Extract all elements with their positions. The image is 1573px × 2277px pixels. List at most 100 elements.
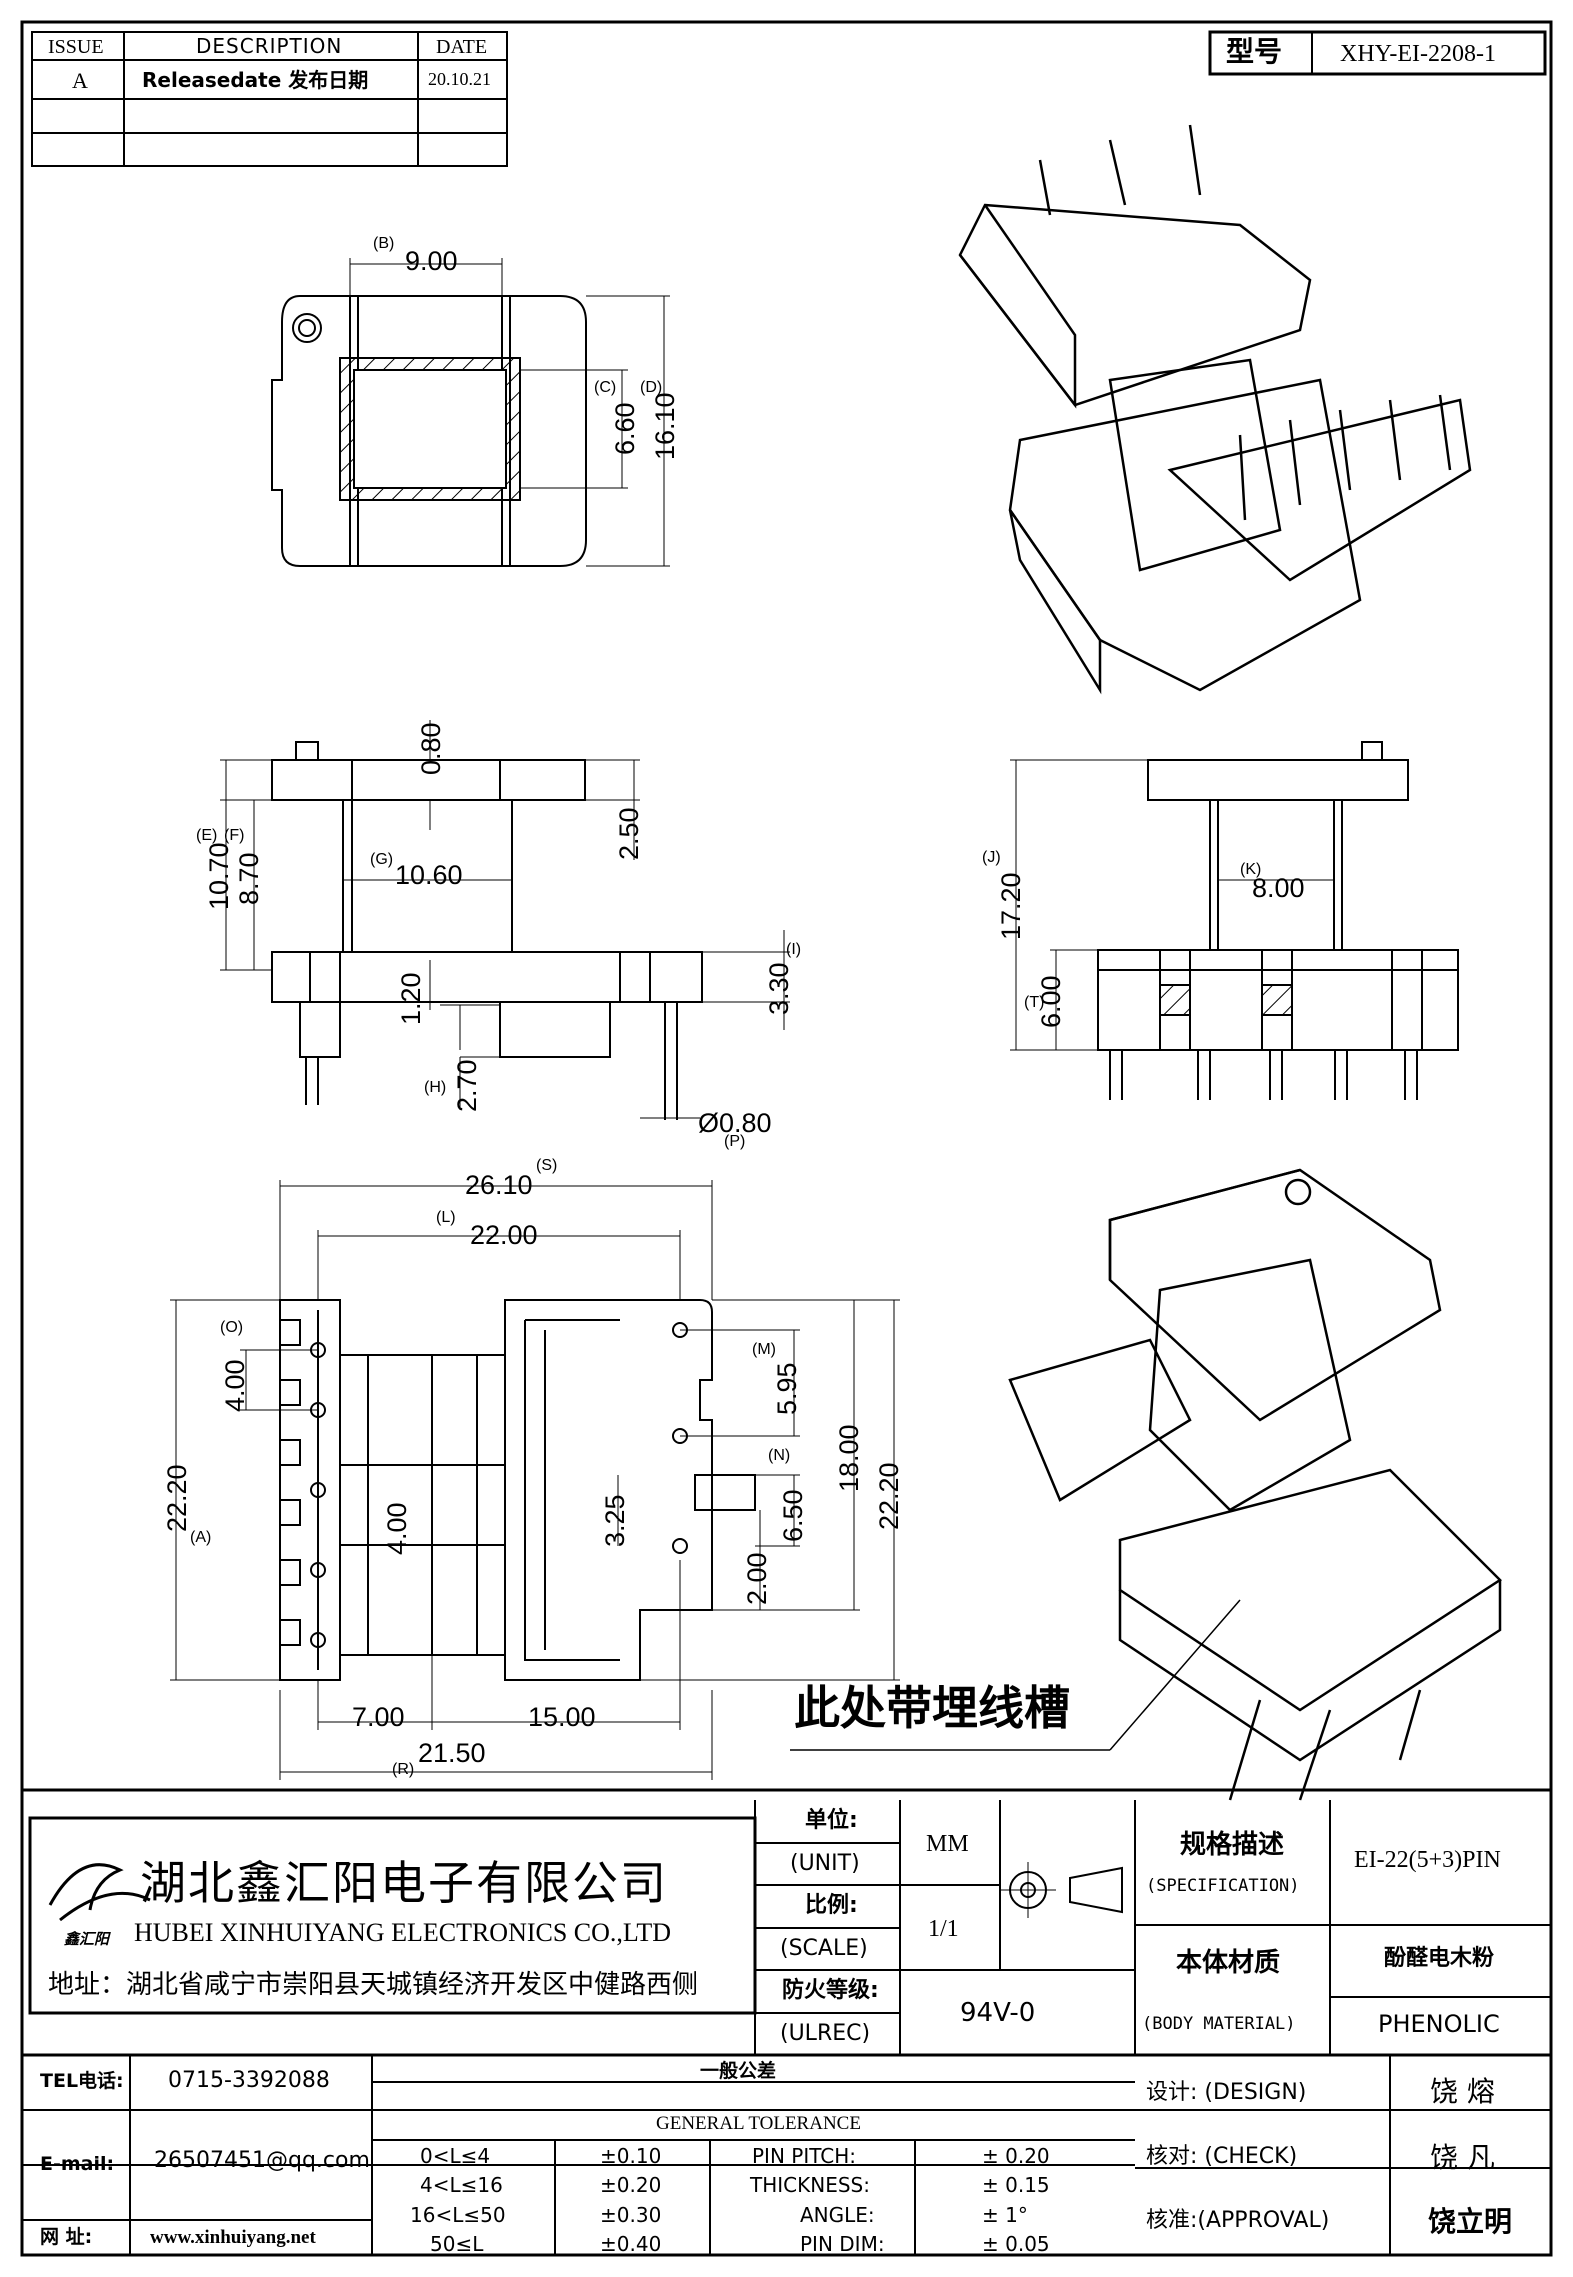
bottom-view-lines (170, 1180, 900, 1780)
company-address: 地址：湖北省咸宁市崇阳县天城镇经济开发区中健路西侧 (48, 1970, 699, 2000)
dim-letter-o: (O) (220, 1319, 244, 1336)
revision-header-issue: ISSUE (48, 36, 104, 58)
revision-date-a: 20.10.21 (428, 69, 491, 89)
material-label-cn: 本体材质 (1176, 1948, 1281, 1978)
tol-value-1: ±0.20 (600, 2173, 662, 2197)
tol-special-value-0: ± 0.20 (982, 2144, 1050, 2168)
approval-name-design: 饶 熔 (1430, 2075, 1495, 2108)
tol-range-3: 50≤L (430, 2232, 484, 2256)
dim-value-080: 0.80 (416, 722, 446, 775)
dim-value-l: 22.00 (470, 1220, 538, 1250)
revision-description-a: Releasedate 发布日期 (142, 68, 369, 92)
dim-letter-f: (F) (224, 827, 245, 844)
dim-value-1800: 18.00 (834, 1424, 864, 1492)
fire-label-en: (ULREC) (780, 2021, 871, 2046)
dim-letter-s: (S) (536, 1157, 558, 1174)
dim-letter-g: (G) (370, 851, 394, 868)
material-label-en: (BODY MATERIAL) (1142, 2014, 1296, 2034)
dim-letter-h: (H) (424, 1079, 447, 1096)
unit-label-en: (UNIT) (790, 1851, 860, 1876)
tol-range-2: 16<L≤50 (410, 2203, 506, 2227)
tel-value: 0715-3392088 (168, 2068, 330, 2093)
tol-special-value-2: ± 1° (982, 2203, 1028, 2227)
tel-label: TEL电话: (40, 2070, 124, 2092)
company-logo-text: 鑫汇阳 (64, 1930, 110, 1948)
dim-value-a: 22.20 (162, 1464, 192, 1532)
dim-value-b: 9.00 (405, 246, 458, 276)
tol-range-0: 0<L≤4 (420, 2144, 491, 2168)
dim-letter-l: (L) (436, 1209, 456, 1226)
web-value: www.xinhuiyang.net (150, 2227, 316, 2248)
tol-value-0: ±0.10 (600, 2144, 662, 2168)
email-label: E-mail: (40, 2153, 115, 2175)
dim-value-n: 6.50 (778, 1489, 808, 1542)
dim-value-h: 2.70 (452, 1059, 482, 1112)
approval-label-check: 核对: (CHECK) (1146, 2144, 1298, 2169)
scale-value: 1/1 (928, 1916, 959, 1942)
title-block-lines (22, 1800, 1551, 2255)
tol-special-name-2: ANGLE: (800, 2203, 875, 2227)
tol-value-3: ±0.40 (600, 2232, 662, 2256)
tolerance-title-en: GENERAL TOLERANCE (656, 2113, 861, 2134)
fire-value: 94V-0 (960, 1998, 1036, 2028)
dim-value-i: 3.30 (764, 962, 794, 1015)
revision-header-date: DATE (436, 36, 488, 58)
revision-issue-a: A (72, 68, 88, 93)
tol-special-value-3: ± 0.05 (982, 2232, 1050, 2256)
tol-special-name-1: THICKNESS: (750, 2173, 870, 2197)
dim-value-f: 8.70 (234, 852, 264, 905)
annotation-wire-groove: 此处带埋线槽 (794, 1681, 1070, 1735)
unit-label-cn: 单位: (805, 1808, 858, 1833)
dim-value-700: 7.00 (352, 1702, 405, 1732)
approval-label-approval: 核准:(APPROVAL) (1146, 2208, 1330, 2233)
dim-letter-m: (M) (752, 1341, 776, 1358)
dim-letter-a: (A) (190, 1529, 212, 1546)
dim-value-120: 1.20 (396, 972, 426, 1025)
fire-label-cn: 防火等级: (782, 1978, 879, 2003)
tol-range-1: 4<L≤16 (420, 2173, 503, 2197)
dim-value-200: 2.00 (742, 1552, 772, 1605)
dim-letter-i: (I) (786, 941, 802, 958)
spec-value: EI-22(5+3)PIN (1354, 1847, 1501, 1873)
approval-name-approval: 饶立明 (1428, 2205, 1513, 2238)
dim-letter-r: (R) (392, 1761, 415, 1778)
approval-name-check: 饶 凡 (1430, 2141, 1495, 2174)
tol-value-2: ±0.30 (600, 2203, 662, 2227)
spec-label-en: (SPECIFICATION) (1146, 1876, 1300, 1896)
iso-view-upper (958, 124, 1472, 695)
email-value: 26507451@qq.com (154, 2148, 370, 2173)
dim-value-o: 4.00 (220, 1359, 250, 1412)
web-label: 网 址: (40, 2226, 93, 2248)
company-name-cn: 湖北鑫汇阳电子有限公司 (140, 1856, 668, 1910)
model-box (1208, 30, 1547, 76)
tolerance-title-cn: 一般公差 (700, 2060, 777, 2082)
dim-value-d: 16.10 (650, 392, 680, 460)
dim-letter-j: (J) (982, 849, 1001, 866)
dim-value-e: 10.70 (204, 842, 234, 910)
dim-letter-t: (T) (1024, 994, 1045, 1011)
dim-value-c: 6.60 (610, 402, 640, 455)
company-logo (48, 1863, 151, 1922)
dim-value-g: 10.60 (395, 860, 463, 890)
dim-value-2220-right: 22.20 (874, 1462, 904, 1530)
dim-letter-k: (K) (1240, 861, 1262, 878)
revision-table-lines (31, 31, 508, 167)
dim-letter-b: (B) (373, 235, 395, 252)
iso-view-lower (790, 1168, 1502, 1801)
dim-value-s: 26.10 (465, 1170, 533, 1200)
sheet-border (20, 20, 1553, 2257)
material-value-cn: 酚醛电木粉 (1384, 1946, 1495, 1971)
side-view-lines (1010, 741, 1459, 1100)
dim-value-j: 17.20 (996, 872, 1026, 940)
dim-letter-p: (P) (724, 1133, 746, 1150)
scale-label-cn: 比例: (805, 1893, 858, 1918)
dim-letter-c: (C) (594, 379, 617, 396)
tol-special-name-3: PIN DIM: (800, 2232, 885, 2256)
dim-letter-d: (D) (640, 379, 663, 396)
scale-label-en: (SCALE) (780, 1936, 868, 1961)
dim-value-k: 8.00 (1252, 873, 1305, 903)
dim-letter-e: (E) (196, 827, 218, 844)
dim-value-1500: 15.00 (528, 1702, 596, 1732)
